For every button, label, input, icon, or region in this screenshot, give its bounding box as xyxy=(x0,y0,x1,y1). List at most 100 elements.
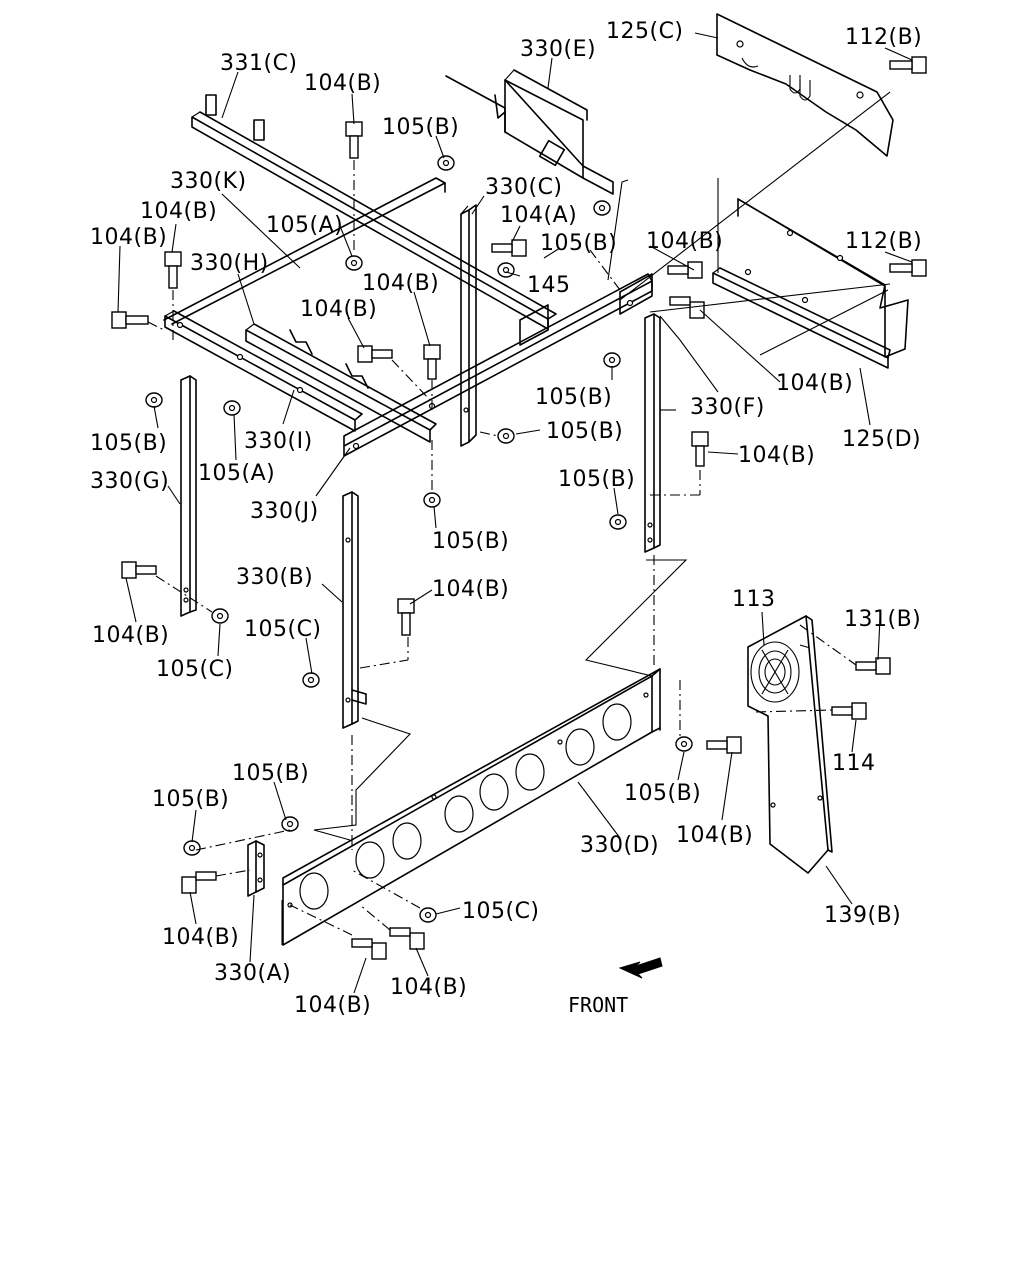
label-105c: 105(C) xyxy=(244,617,322,642)
leader-lines xyxy=(117,32,913,994)
label-330d: 330(D) xyxy=(580,833,659,858)
connector-lines xyxy=(281,91,891,945)
label-105b: 105(B) xyxy=(432,529,509,554)
label-105b: 105(B) xyxy=(90,431,167,456)
bolt-icon xyxy=(855,657,891,675)
label-113: 113 xyxy=(732,587,776,612)
front-arrow-icon xyxy=(618,957,663,979)
bolt-icon xyxy=(164,251,182,289)
label-105b: 105(B) xyxy=(540,231,617,256)
part-330b-post xyxy=(342,491,367,729)
label-104b: 104(B) xyxy=(294,993,371,1018)
nuts xyxy=(145,155,693,923)
nut-icon xyxy=(145,392,163,408)
nut-icon xyxy=(423,492,441,508)
part-330k-member xyxy=(163,177,446,325)
label-131b: 131(B) xyxy=(844,607,921,632)
bolt-icon xyxy=(351,938,387,960)
bolt-icon xyxy=(706,736,742,754)
label-104b: 104(B) xyxy=(90,225,167,250)
part-labels: 125(C) 112(B) 330(E) 331(C) 104(B) 105(B… xyxy=(90,19,922,1018)
bolt-icon xyxy=(691,431,709,467)
label-104b: 104(B) xyxy=(92,623,169,648)
bolt-icon xyxy=(389,927,425,950)
bolt-icon xyxy=(111,311,149,329)
label-139b: 139(B) xyxy=(824,903,901,928)
label-104b: 104(B) xyxy=(304,71,381,96)
nut-icon xyxy=(345,255,363,271)
front-label: FRONT xyxy=(568,993,628,1017)
label-104b: 104(B) xyxy=(676,823,753,848)
label-104b: 104(B) xyxy=(362,271,439,296)
nut-icon xyxy=(223,400,241,416)
nut-icon xyxy=(609,514,627,530)
label-104b: 104(B) xyxy=(162,925,239,950)
label-330e: 330(E) xyxy=(520,37,596,62)
label-105a: 105(A) xyxy=(198,461,275,486)
label-330c: 330(C) xyxy=(485,175,563,200)
label-105c: 105(C) xyxy=(156,657,234,682)
part-330e-bracket xyxy=(445,69,614,195)
label-105b: 105(B) xyxy=(535,385,612,410)
part-330g-post xyxy=(180,375,197,617)
part-125c-panel xyxy=(716,13,894,157)
bolts xyxy=(111,56,927,960)
label-105b: 105(B) xyxy=(546,419,623,444)
bolt-icon xyxy=(423,344,441,380)
label-330f: 330(F) xyxy=(690,395,765,420)
nut-icon xyxy=(497,262,515,278)
label-105b: 105(B) xyxy=(232,761,309,786)
label-104b: 104(B) xyxy=(300,297,377,322)
nut-icon xyxy=(281,816,299,832)
label-330j: 330(J) xyxy=(250,499,319,524)
label-105a: 105(A) xyxy=(266,213,343,238)
bolt-icon xyxy=(397,598,415,636)
label-104b: 104(B) xyxy=(646,229,723,254)
nut-icon xyxy=(497,428,515,444)
label-105b: 105(B) xyxy=(624,781,701,806)
label-112b-top: 112(B) xyxy=(845,25,922,50)
nut-icon xyxy=(675,736,693,752)
part-125d-panel xyxy=(712,198,909,369)
part-330d-plate xyxy=(282,668,661,946)
label-330h: 330(H) xyxy=(190,251,269,276)
label-105b: 105(B) xyxy=(558,467,635,492)
part-139b-shroud xyxy=(747,615,833,874)
part-330a-bracket xyxy=(247,840,265,897)
label-330g: 330(G) xyxy=(90,469,169,494)
part-330h-member xyxy=(245,323,437,443)
bolt-icon xyxy=(357,345,393,363)
label-330a: 330(A) xyxy=(214,961,291,986)
bolt-icon xyxy=(181,871,217,894)
nut-icon xyxy=(419,907,437,923)
nut-icon xyxy=(437,155,455,171)
part-330f-post xyxy=(644,313,661,553)
nut-icon xyxy=(603,352,621,368)
bolt-icon xyxy=(831,702,867,720)
nut-icon xyxy=(183,840,201,856)
bolt-icon xyxy=(345,121,363,159)
label-104b: 104(B) xyxy=(390,975,467,1000)
label-330k: 330(K) xyxy=(170,169,247,194)
bolt-icon xyxy=(491,239,527,257)
part-330c-post xyxy=(460,204,477,447)
label-104b: 104(B) xyxy=(432,577,509,602)
label-104a: 104(A) xyxy=(500,203,577,228)
label-330b: 330(B) xyxy=(236,565,313,590)
label-105c: 105(C) xyxy=(462,899,540,924)
nut-icon xyxy=(593,200,611,216)
nut-icon xyxy=(211,608,229,624)
label-104b: 104(B) xyxy=(140,199,217,224)
bolt-icon xyxy=(667,261,703,279)
label-104b: 104(B) xyxy=(776,371,853,396)
bolt-icon xyxy=(889,56,927,74)
label-125c: 125(C) xyxy=(606,19,684,44)
alignment-lines xyxy=(147,160,857,936)
bolt-icon xyxy=(889,259,927,277)
label-105b: 105(B) xyxy=(382,115,459,140)
label-125d: 125(D) xyxy=(842,427,921,452)
label-145: 145 xyxy=(527,273,571,298)
label-104b: 104(B) xyxy=(738,443,815,468)
part-331c-channel xyxy=(191,94,557,346)
